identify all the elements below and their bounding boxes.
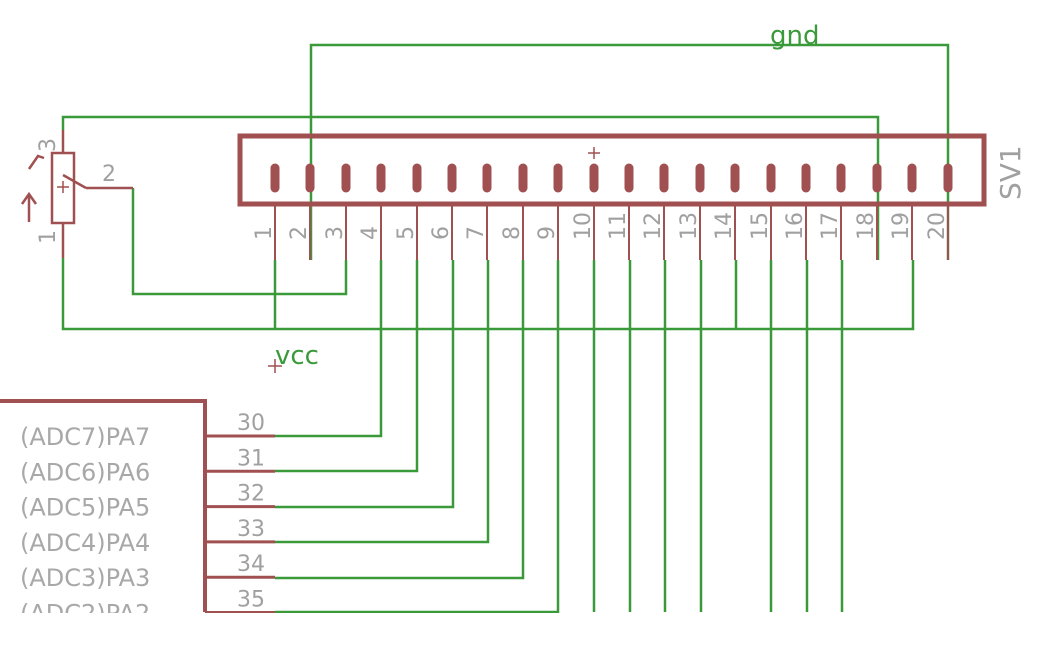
gnd-net-label: gnd: [770, 21, 820, 51]
connector-pin-number: 4: [358, 226, 383, 240]
pa4-wire: [275, 260, 490, 544]
trim-mark: [27, 154, 45, 170]
mcu-pin-name: (ADC4)PA4: [20, 529, 150, 557]
connector-pin-number: 12: [641, 212, 666, 240]
pot-pin2-label: 2: [102, 162, 116, 187]
connector-pin-number: 6: [429, 226, 454, 240]
mcu-pin-number: 35: [237, 588, 265, 613]
connector-pin-number: 14: [712, 212, 737, 240]
pa5-wire: [275, 260, 455, 509]
connector-pins: [270, 163, 953, 260]
connector-pin-number: 3: [323, 226, 348, 240]
connector-body: [237, 133, 987, 207]
pa7-wire: [275, 260, 383, 438]
connector-pin-number: 2: [287, 226, 312, 240]
connector-pin-number: 18: [854, 212, 879, 240]
pot-pin3-label: 3: [36, 138, 61, 152]
wiper-wire: [131, 188, 348, 296]
connector-pin-number: 13: [677, 212, 702, 240]
connector-pin-number: 16: [783, 212, 808, 240]
wires: [61, 43, 950, 614]
vcc-net-label: vcc: [275, 341, 319, 371]
pot-pin1-label: 1: [36, 230, 61, 244]
connector-pin-number: 20: [925, 212, 950, 240]
mcu-pin-name: (ADC3)PA3: [20, 564, 150, 592]
mcu-pin-name: (ADC7)PA7: [20, 423, 150, 451]
mcu-pin-number: 32: [237, 482, 265, 507]
mcu-pins: 30 (ADC7)PA7 31 (ADC6)PA6 32 (ADC5)PA5 33 (ADC4…: [20, 411, 275, 628]
connector-pin-number: 5: [394, 226, 419, 240]
mcu-pin-name: (ADC6)PA6: [20, 458, 150, 486]
connector-pin-number: 8: [500, 226, 525, 240]
connector-pin-number: 17: [818, 212, 843, 240]
connector-pin-number: 11: [606, 212, 631, 240]
mcu-pin-number: 34: [237, 552, 265, 577]
connector-pin-number: 7: [464, 226, 489, 240]
mcu-pin-number: 31: [237, 446, 265, 471]
potentiometer: [20, 130, 133, 258]
connector-pin-number: 10: [571, 212, 596, 240]
bottom-crop: [0, 613, 1039, 653]
mcu-pin-number: 30: [237, 411, 265, 436]
mcu-symbol: 30 (ADC7)PA7 31 (ADC6)PA6 32 (ADC5)PA5 33 (ADC4…: [0, 399, 275, 628]
pa2-wire: [275, 260, 560, 614]
connector-pin-number: 1: [252, 226, 277, 240]
connector-name: SV1: [994, 145, 1027, 200]
connector-pin-number: 9: [535, 226, 560, 240]
connector-pin-number: 19: [889, 212, 914, 240]
pa6-wire: [275, 260, 419, 473]
mcu-pin-name: (ADC5)PA5: [20, 494, 150, 522]
adjust-arrow-head: [20, 191, 38, 205]
pot-wiper-arrow: [62, 173, 87, 190]
connector-pin-number: 15: [748, 212, 773, 240]
mcu-pin-number: 33: [237, 517, 265, 542]
gnd-wire: [309, 43, 950, 260]
pa3-wire: [275, 260, 525, 580]
